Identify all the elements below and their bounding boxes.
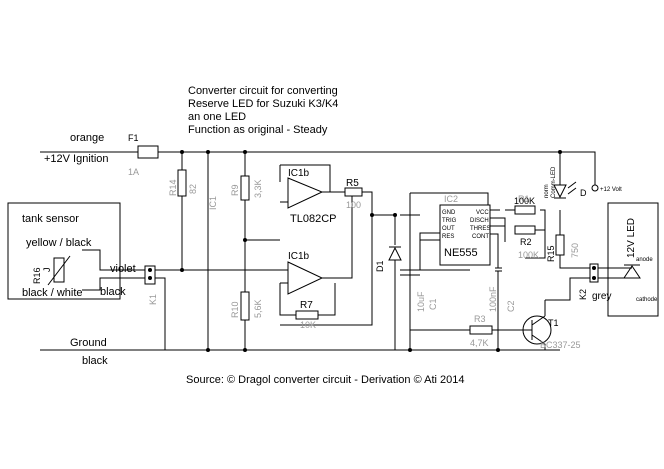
desc-line-4: Function as original - Steady bbox=[188, 124, 328, 136]
c1-ref: C1 bbox=[428, 298, 438, 310]
supply-label: +12V Ignition bbox=[44, 153, 109, 165]
k1-black: black bbox=[100, 286, 126, 298]
ic-ne555 bbox=[439, 204, 491, 266]
connector-k1 bbox=[144, 265, 156, 285]
resistor-r7 bbox=[295, 310, 319, 320]
t1-val: BC337-25 bbox=[540, 340, 581, 350]
desc-line-3: an one LED bbox=[188, 111, 246, 123]
source-caption: Source: © Dragol converter circuit - Der… bbox=[186, 374, 465, 386]
r15-ref: R15 bbox=[546, 245, 556, 262]
r7-val: 10K bbox=[300, 320, 316, 330]
r16-ref: R16 bbox=[32, 267, 42, 284]
led-box-title: 12V LED bbox=[626, 218, 637, 258]
r9-ref: R9 bbox=[230, 184, 240, 196]
ic1b-top-ref: IC1b bbox=[288, 168, 310, 179]
ic1-ref: IC1 bbox=[208, 196, 218, 210]
r14-ref: R14 bbox=[168, 179, 178, 196]
pin-vcc: VCC bbox=[476, 210, 489, 216]
c1-val: 10uF bbox=[416, 291, 426, 312]
pin-disch: DISCH bbox=[470, 218, 489, 224]
tank-sensor-bottom-wire: black / white bbox=[22, 287, 83, 299]
led-cathode: cathode bbox=[636, 297, 658, 303]
led-top-label: Comm-LED bbox=[551, 166, 557, 198]
pin-res: RES bbox=[442, 234, 454, 240]
f1-ref: F1 bbox=[128, 133, 139, 143]
resistor-r2 bbox=[514, 225, 536, 235]
desc-line-1: Converter circuit for converting bbox=[188, 85, 338, 97]
transistor-t1 bbox=[522, 315, 552, 345]
d1-ref: D1 bbox=[375, 260, 385, 272]
k1-ref: K1 bbox=[148, 294, 158, 305]
r10-ref: R10 bbox=[230, 301, 240, 318]
resistor-r1 bbox=[514, 205, 536, 215]
plus12-label: +12 Volt bbox=[600, 187, 622, 193]
pin-trig: TRIG bbox=[442, 218, 457, 224]
r16-sub: J bbox=[42, 268, 52, 273]
r5-val: 100 bbox=[346, 200, 361, 210]
desc-line-2: Reserve LED for Suzuki K3/K4 bbox=[188, 98, 338, 110]
c2-val: 100nF bbox=[488, 286, 498, 312]
led-top-ref: D bbox=[580, 188, 587, 198]
led-box bbox=[607, 202, 659, 317]
pin-cont: CONT bbox=[472, 234, 489, 240]
resistor-r14 bbox=[177, 169, 187, 197]
tank-sensor-top-wire: yellow / black bbox=[26, 237, 92, 249]
resistor-r9 bbox=[240, 175, 250, 201]
grey-label: grey bbox=[592, 291, 611, 302]
opamp-name: TL082CP bbox=[290, 213, 336, 225]
r5-ref: R5 bbox=[346, 178, 359, 189]
opamp-bottom bbox=[287, 261, 324, 295]
ic2-ref: IC2 bbox=[444, 194, 458, 204]
diode-d1 bbox=[388, 246, 402, 261]
resistor-r10 bbox=[240, 291, 250, 321]
c2-ref: C2 bbox=[506, 300, 516, 312]
t1-ref: T1 bbox=[548, 318, 559, 328]
tank-sensor-title: tank sensor bbox=[22, 213, 79, 225]
led-top bbox=[553, 181, 577, 199]
plus12-terminal bbox=[591, 184, 599, 192]
junction-dots bbox=[180, 150, 562, 352]
r3-ref: R3 bbox=[474, 314, 486, 324]
resistor-r5 bbox=[344, 187, 363, 197]
tank-sensor-box bbox=[7, 202, 121, 300]
resistor-r15 bbox=[555, 234, 565, 256]
r3-val: 4,7K bbox=[470, 338, 489, 348]
connector-k2 bbox=[589, 263, 599, 283]
r15-val: 750 bbox=[570, 243, 580, 258]
r2-ref: R2 bbox=[520, 237, 532, 247]
opamp-top bbox=[287, 177, 324, 209]
pin-gnd: GND bbox=[442, 210, 456, 216]
r1-ref: R1 bbox=[518, 194, 530, 204]
pin-out: OUT bbox=[442, 226, 455, 232]
supply-wire-label: orange bbox=[70, 132, 104, 144]
ground-label: Ground bbox=[70, 337, 107, 349]
r2-val: 100K bbox=[518, 250, 539, 260]
ground-wire-label: black bbox=[82, 355, 108, 367]
led-right bbox=[622, 264, 641, 279]
timer-name: NE555 bbox=[444, 247, 478, 259]
r1-val: 100K bbox=[514, 196, 535, 206]
led-top-label-2: norm bbox=[544, 184, 550, 198]
f1-val: 1A bbox=[128, 167, 139, 177]
led-anode: anode bbox=[636, 257, 653, 263]
r7-ref: R7 bbox=[300, 300, 313, 311]
k1-violet: violet bbox=[110, 263, 136, 275]
pin-thres: THRES bbox=[470, 226, 490, 232]
r14-val: 82 bbox=[188, 184, 198, 194]
r9-val: 3,3K bbox=[253, 179, 263, 198]
capacitor-c1 bbox=[400, 269, 420, 276]
r10-val: 5,6K bbox=[253, 299, 263, 318]
ic1b-bottom-ref: IC1b bbox=[288, 251, 310, 262]
resistor-r3 bbox=[469, 325, 493, 335]
fuse-f1 bbox=[137, 145, 159, 159]
sensor-resistor-r16 bbox=[47, 255, 71, 286]
k2-ref: K2 bbox=[578, 289, 588, 300]
